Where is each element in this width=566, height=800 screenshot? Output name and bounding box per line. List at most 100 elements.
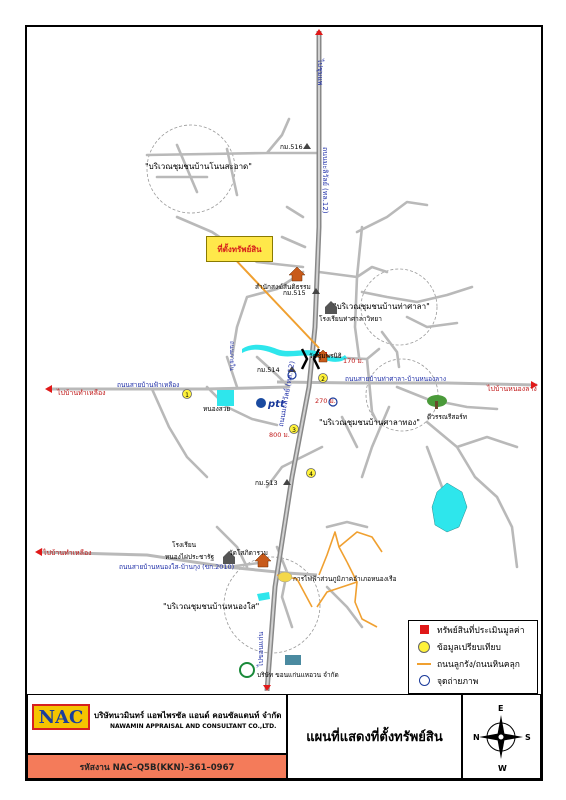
orange-line-icon (417, 662, 431, 665)
legend-item: ทรัพย์สินที่ประเมินมูลค่า (409, 621, 537, 638)
company-name-en: NAWAMIN APPRAISAL AND CONSULTANT CO.,LTD… (110, 723, 277, 730)
community-circle (360, 268, 438, 346)
legend-label: ข้อมูลเปรียบเทียบ (437, 642, 501, 653)
location-map: 1 2 3 4 ptt (35, 29, 538, 691)
camera-direction-icon (328, 397, 338, 407)
km-513-label: กม.513 (255, 479, 278, 487)
nac-logo: NAC (32, 704, 90, 730)
direction-arrows (35, 29, 538, 691)
distance-2: 270 ม. (315, 397, 336, 405)
temple-icons (254, 266, 331, 568)
callout-leader (230, 254, 320, 349)
highway-label: ถนนมะลิวัลย์ (ทล.12) (321, 147, 329, 214)
km-post-icon (283, 479, 291, 485)
job-code: รหัสงาน NAC–Q5B(KKN)–361–0967 (27, 754, 287, 779)
comparable-label: 4 (309, 471, 313, 478)
ptt-logo: ptt (256, 398, 286, 410)
km-markers (283, 143, 320, 485)
to-left-upper-label: ไปบ้านทำเหลือง (56, 388, 106, 397)
distance-3: 800 ม. (269, 431, 290, 439)
compass-n: N (473, 733, 480, 742)
laterite-roads (276, 531, 383, 628)
school-icons (223, 301, 337, 564)
comparable-markers: 1 2 3 4 (182, 373, 328, 478)
gas-station-icon (239, 662, 255, 678)
community-circle (365, 358, 439, 432)
km-post-icon (303, 143, 311, 149)
resort-label: ดีวรรณรีสอร์ท (427, 413, 467, 421)
road-right-upper (276, 380, 538, 387)
minor-roads (145, 117, 519, 629)
legend: ทรัพย์สินที่ประเมินมูลค่า ข้อมูลเปรียบเท… (408, 620, 538, 694)
temple-mid-label: วัดชุมพรนิธิ (309, 352, 342, 360)
factory-icon (285, 655, 301, 665)
school-icon (325, 301, 337, 314)
road-left-upper-label: ถนนสายบ้านฟ้าเหลือง (117, 381, 179, 389)
legend-label: ถนนลูกรัง/ถนนหินคลุก (437, 659, 520, 670)
compass-icon: N S E W (473, 704, 531, 773)
temple-icon (288, 266, 306, 282)
map-title: แผนที่แสดงที่ตั้งทรัพย์สิน (287, 694, 462, 779)
km-post-icon (288, 366, 296, 372)
km-514-label: กม.514 (257, 366, 280, 374)
community-circle (146, 124, 236, 214)
electricity-label: การไฟฟ้าส่วนภูมิภาคอำเภอหนองเรือ (293, 575, 397, 583)
ptt-text: ptt (267, 399, 286, 410)
compass-rose: N S E W (462, 694, 541, 779)
temple-lower-label: วัดโสภิตาราม (229, 549, 268, 557)
compass-e: E (498, 704, 503, 713)
to-right-upper-label: ไปบ้านหนองลาง (486, 384, 537, 393)
resort-icon (427, 395, 447, 409)
km-post-icon (312, 288, 320, 294)
community-top-label: "บริเวณชุมชนบ้านโนนสะอาด" (145, 161, 252, 171)
pond-label: หนองสวย (203, 405, 230, 413)
school-icon (223, 551, 235, 564)
compass-s: S (525, 733, 531, 742)
km-516-label: กม.516 (280, 143, 303, 151)
km-515-label: กม.515 (283, 289, 306, 297)
small-pond (257, 592, 270, 601)
road-left-lower (36, 550, 318, 577)
comparable-label: 3 (292, 427, 296, 434)
road-left-lower-label: ถนนสายบ้านหนองใส-บ้านกุง (ขก.2010) (119, 563, 234, 571)
community-right-mid-label: "บริเวณชุมชนบ้านศาลาทอง" (319, 418, 420, 427)
to-top-label: ไปชุมแพ (316, 58, 325, 86)
road-right-upper-label: ถนนสายบ้านท่าศาลา-บ้านหนองลาง (345, 375, 446, 383)
comparable-label: 2 (321, 376, 325, 383)
temple-upper-label: สำนักสงฆ์สันติธรรม (255, 283, 311, 291)
camera-direction-icon (418, 675, 430, 686)
community-right-upper-label: "บริเวณชุมชนบ้านท่าศาลา" (333, 302, 430, 311)
electricity-icon (277, 571, 293, 583)
yellow-circle-icon (418, 640, 430, 653)
comparable-label: 1 (185, 392, 189, 399)
school-upper-label: โรงเรียนท่าศาลาวิทยา (319, 315, 382, 323)
comparable-1-marker (182, 389, 192, 399)
distance-1: 170 ม. (343, 357, 364, 365)
school-lower-label-2: หนองไผ่ประชารัฐ (165, 553, 215, 561)
road-left-upper (47, 385, 290, 391)
to-bottom-label: ไปขอนแก่น (256, 632, 265, 668)
legend-item: จุดถ่ายภาพ (409, 672, 537, 689)
comparable-2-marker (318, 373, 328, 383)
comparable-4-marker (306, 468, 316, 478)
legend-label: ทรัพย์สินที่ประเมินมูลค่า (437, 625, 525, 636)
community-bottom-label: "บริเวณชุมชนบ้านหนองใส" (163, 602, 259, 611)
legend-item: ข้อมูลเปรียบเทียบ (409, 638, 537, 655)
title-block-company: NAC บริษัทนวมินทร์ แอพไพรซัล แอนด์ คอนซั… (27, 694, 287, 754)
company-label: บริษัท ขอนแก่นแหอวน จำกัด (257, 671, 339, 679)
legend-item: ถนนลูกรัง/ถนนหินคลุก (409, 655, 537, 672)
to-left-lower-label: ไปบ้านทำเหลือง (42, 548, 92, 557)
temple-icon (315, 349, 331, 363)
company-name-th: บริษัทนวมินทร์ แอพไพรซัล แอนด์ คอนซัลแตน… (94, 711, 282, 720)
highway-label-2: ถนนมะลิวัลย์ (ทล.12) (277, 360, 296, 427)
pond-water (217, 390, 234, 406)
reservoir (431, 482, 468, 533)
subject-callout: ที่ตั้งทรัพย์สิน (206, 236, 273, 262)
legend-label: จุดถ่ายภาพ (437, 676, 479, 687)
school-lower-label-1: โรงเรียน (172, 541, 197, 549)
side-road-label: ถนนภายใน (228, 341, 236, 371)
compass-w: W (498, 764, 507, 773)
map-labels: ไปชุมแพ ถนนมะลิวัลย์ (ทล.12) ถนนมะลิวัลย… (42, 58, 537, 679)
comparable-3-marker (289, 424, 299, 434)
red-square-icon (419, 625, 429, 634)
